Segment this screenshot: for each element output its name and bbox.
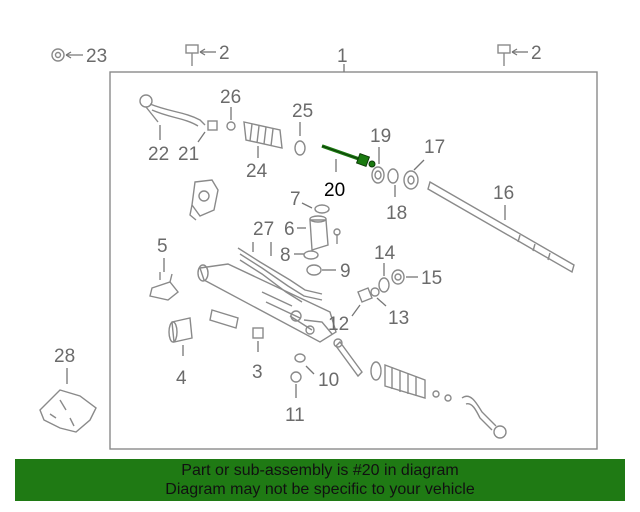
part-7-seal[interactable] [314, 204, 330, 214]
part-22-tie-rod-end[interactable] [139, 94, 206, 127]
part-label-plate [209, 309, 239, 329]
callout-14: 14 [374, 243, 396, 264]
part-17-bushing[interactable] [403, 170, 419, 190]
part-24-boot[interactable] [243, 121, 283, 149]
part-21-nut[interactable] [207, 120, 218, 131]
callout-13: 13 [388, 308, 409, 329]
part-15-seal[interactable] [391, 269, 405, 285]
callout-28: 28 [54, 346, 75, 367]
part-16-rack[interactable] [427, 180, 575, 274]
callout-7: 7 [290, 189, 301, 210]
part-boot-lower[interactable] [384, 363, 426, 399]
part-19-bushing[interactable] [371, 166, 385, 184]
callout-1: 1 [337, 46, 348, 67]
callout-27: 27 [253, 219, 274, 240]
part-2-bolt-right[interactable] [497, 44, 528, 66]
callout-19: 19 [370, 126, 391, 147]
part-13-oring[interactable] [370, 287, 380, 297]
callout-2-right: 2 [531, 43, 542, 64]
part-11-nut[interactable] [290, 371, 302, 383]
part-clamps-lower-small[interactable] [432, 390, 452, 402]
part-12-fitting[interactable] [357, 287, 373, 303]
callout-3: 3 [252, 362, 263, 383]
callout-10: 10 [318, 370, 339, 391]
part-25-ring[interactable] [294, 140, 306, 156]
part-28-bracket[interactable] [39, 389, 97, 433]
callout-18: 18 [386, 203, 407, 224]
callout-12: 12 [328, 314, 349, 335]
callout-21: 21 [178, 144, 199, 165]
part-valve-body[interactable] [189, 179, 219, 221]
part-5-bracket[interactable] [149, 272, 179, 301]
callout-17: 17 [424, 137, 445, 158]
part-inner-tie-rod-lower[interactable] [333, 338, 363, 378]
part-9-seal[interactable] [306, 264, 322, 276]
part-6-valve[interactable] [309, 215, 341, 251]
part-rack-housing[interactable] [197, 263, 337, 343]
part-tie-rod-end-lower[interactable] [461, 395, 507, 439]
callout-2-left: 2 [219, 43, 230, 64]
info-banner: Part or sub-assembly is #20 in diagram D… [15, 459, 625, 501]
callout-8: 8 [280, 245, 291, 266]
callout-23: 23 [86, 46, 107, 67]
part-18-ring[interactable] [387, 168, 399, 184]
part-27-pipes[interactable] [237, 247, 323, 303]
part-clamp-lower[interactable] [370, 361, 382, 381]
part-8-seal[interactable] [303, 250, 319, 260]
callout-26: 26 [220, 87, 241, 108]
callout-22: 22 [148, 144, 169, 165]
part-14-bushing[interactable] [378, 277, 390, 293]
part-10-nut[interactable] [294, 353, 306, 363]
callout-25: 25 [292, 101, 313, 122]
part-3-bushing[interactable] [252, 327, 264, 339]
callout-5: 5 [157, 236, 168, 257]
part-2-bolt-left[interactable] [185, 44, 216, 66]
part-23-nut[interactable] [51, 48, 83, 62]
assembly-frame [109, 71, 598, 450]
callout-24: 24 [246, 161, 268, 182]
callout-6: 6 [284, 219, 295, 240]
callout-16: 16 [493, 183, 514, 204]
callout-15: 15 [421, 268, 442, 289]
banner-line-1: Part or sub-assembly is #20 in diagram [181, 462, 459, 479]
part-4-bushing[interactable] [168, 317, 193, 343]
callout-20: 20 [324, 180, 345, 201]
part-20-inner-tie-rod[interactable] [321, 144, 376, 168]
banner-line-2: Diagram may not be specific to your vehi… [165, 481, 475, 498]
part-26-clamp[interactable] [226, 121, 236, 131]
callout-11: 11 [285, 405, 305, 426]
callout-4: 4 [176, 368, 187, 389]
callout-9: 9 [340, 261, 351, 282]
